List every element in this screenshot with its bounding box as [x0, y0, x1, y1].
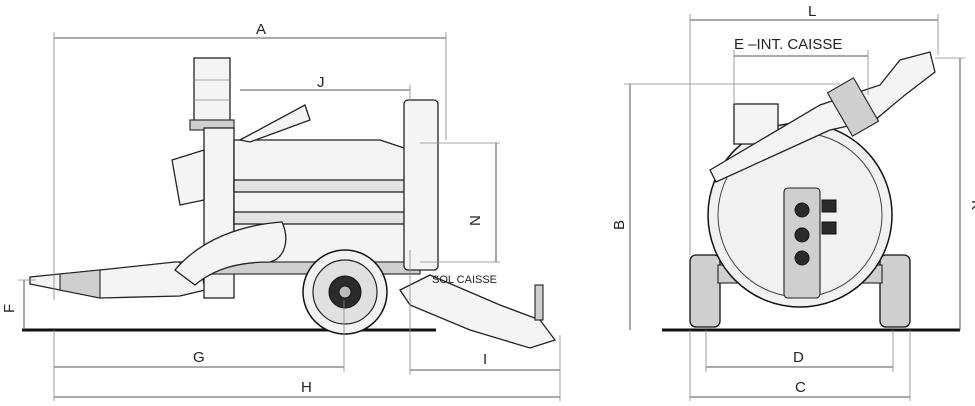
blower-chimney — [193, 57, 231, 129]
control-knob — [794, 202, 810, 218]
label-a: A — [256, 21, 266, 38]
label-j: J — [317, 74, 325, 91]
label-e-int-caisse: E –INT. CAISSE — [734, 36, 842, 53]
chute-joint — [826, 77, 880, 137]
fender — [174, 221, 287, 286]
front-bracket — [171, 149, 205, 206]
side-view: A J N SOL CAISSE F G I H — [1, 21, 561, 401]
ramp-post — [534, 284, 544, 321]
body-stripe — [233, 179, 411, 193]
label-h: H — [301, 379, 312, 396]
label-l: L — [808, 3, 816, 20]
label-b: B — [611, 220, 628, 230]
label-n: N — [467, 215, 484, 226]
label-g: G — [193, 349, 205, 366]
rear-ramp — [399, 274, 557, 349]
rear-right-wheel — [879, 254, 911, 328]
label-f: F — [1, 304, 18, 313]
label-c: C — [795, 379, 806, 396]
drawbar-joint — [59, 269, 101, 299]
label-sol-caisse: SOL CAISSE — [432, 274, 497, 286]
control-knob — [794, 227, 810, 243]
rear-column — [403, 99, 439, 271]
control-knob — [794, 250, 810, 266]
label-k: K — [968, 200, 975, 210]
rear-left-wheel — [689, 254, 721, 328]
label-i: I — [483, 351, 487, 368]
control-panel — [783, 187, 821, 299]
hopper-flap — [238, 104, 311, 143]
body-stripe — [233, 211, 411, 225]
control-switch — [821, 221, 837, 235]
side-wheel-cap — [338, 285, 352, 299]
rear-view: L E –INT. CAISSE B K D C — [611, 3, 975, 401]
label-d: D — [793, 349, 804, 366]
control-switch — [821, 199, 837, 213]
